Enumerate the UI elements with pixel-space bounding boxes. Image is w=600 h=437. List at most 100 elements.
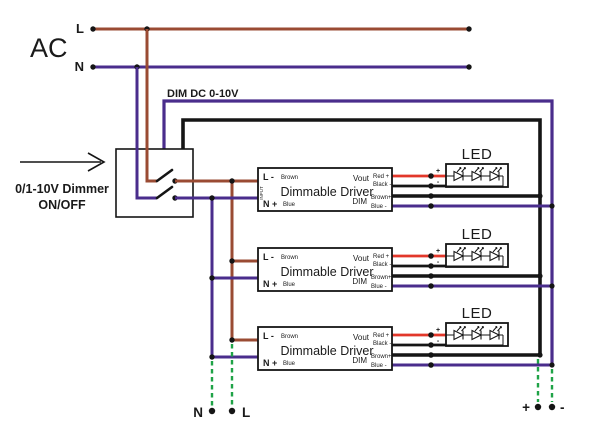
- led-plus-sign: +: [436, 168, 440, 175]
- junction-dot: [428, 263, 434, 269]
- led-plus-sign: +: [436, 248, 440, 255]
- junction-dot: [428, 273, 434, 279]
- live-feed-wire: [145, 29, 157, 183]
- led-minus-sign: -: [437, 259, 440, 266]
- driver-vout-plus-label: Red +: [373, 333, 390, 339]
- neutral-terminal-dot: [208, 407, 216, 415]
- driver-dim-plus-label: Brown+: [371, 275, 392, 281]
- driver-vout-label: Vout: [353, 254, 370, 263]
- junction-dot: [537, 193, 543, 199]
- dim-bus-purple-wire: [162, 99, 554, 365]
- driver-dim-minus-label: Blue -: [371, 363, 387, 369]
- junction-dot: [428, 193, 434, 199]
- dim-plus-terminal-label: +: [522, 400, 530, 415]
- junction-dot: [428, 332, 434, 338]
- junction-dot: [209, 275, 215, 281]
- junction-dot: [549, 283, 555, 289]
- junction-dot: [428, 173, 434, 179]
- live-terminal-dot: [228, 407, 236, 415]
- neutral-terminal-label: N: [193, 405, 203, 420]
- led-return-wire: [446, 256, 504, 267]
- dimmer-box: [115, 148, 194, 218]
- driver-vout-label: Vout: [353, 174, 370, 183]
- driver-dim-label: DIM: [352, 277, 367, 286]
- ac-source: AC L N: [30, 21, 472, 74]
- dim-bus: DIM DC 0-10V: [162, 88, 554, 365]
- ac-neutral-label: N: [75, 59, 84, 74]
- led-return-wire: [446, 335, 504, 346]
- driver-vout-minus-label: Black -: [373, 341, 391, 347]
- junction-dot: [229, 178, 235, 184]
- driver-vout-minus-label: Black -: [373, 182, 391, 188]
- led-plus-sign: +: [436, 327, 440, 334]
- driver-unit-2: L - Brown N + Blue INPUT Dimmable Driver…: [257, 226, 555, 360]
- junction-dot: [549, 362, 555, 368]
- driver-title: Dimmable Driver: [280, 344, 373, 358]
- driver-input-label: INPUT: [259, 186, 264, 200]
- driver-neutral-wire-label: Blue: [283, 361, 296, 367]
- junction-dot: [428, 352, 434, 358]
- driver-unit-3: L - Brown N + Blue INPUT Dimmable Driver…: [257, 305, 555, 371]
- dim-terminals: + -: [522, 359, 565, 415]
- junction-dot: [428, 283, 434, 289]
- ac-live-label: L: [76, 21, 84, 36]
- driver-live-terminal: L -: [263, 252, 274, 262]
- driver-vout-plus-label: Red +: [373, 174, 390, 180]
- junction-dot: [229, 258, 235, 264]
- dimmer-onoff-label: ON/OFF: [38, 198, 86, 212]
- dim-minus-terminal-dot: [548, 403, 556, 411]
- junction-dot: [209, 354, 215, 360]
- driver-title: Dimmable Driver: [280, 185, 373, 199]
- driver-neutral-wire-label: Blue: [283, 282, 296, 288]
- ac-label: AC: [30, 33, 68, 63]
- junction-dot: [90, 26, 96, 32]
- driver-dim-label: DIM: [352, 197, 367, 206]
- driver-box: [257, 247, 393, 292]
- dim-bus-black-wire: [181, 118, 542, 355]
- led-title: LED: [462, 226, 493, 243]
- driver-live-wire-label: Brown: [281, 175, 298, 181]
- live-terminal-label: L: [242, 405, 250, 420]
- junction-dot: [229, 337, 235, 343]
- dimmer-label: 0/1-10V Dimmer: [15, 182, 109, 196]
- driver-dim-plus-label: Brown+: [371, 195, 392, 201]
- dim-plus-terminal-dot: [534, 403, 542, 411]
- neutral-feed-wire: [135, 67, 157, 200]
- driver-dim-plus-label: Brown+: [371, 354, 392, 360]
- led-title: LED: [462, 305, 493, 322]
- switch-blade: [155, 168, 174, 183]
- junction-dot: [428, 183, 434, 189]
- driver-box: [257, 326, 393, 371]
- driver-vout-label: Vout: [353, 333, 370, 342]
- junction-dot: [90, 64, 96, 70]
- driver-live-wire-label: Brown: [281, 334, 298, 340]
- junction-dot: [428, 342, 434, 348]
- driver-unit-1: L - Brown N + Blue INPUT Dimmable Driver…: [257, 146, 555, 212]
- led-minus-sign: -: [437, 179, 440, 186]
- switch-blade: [155, 185, 174, 200]
- driver-dim-minus-label: Blue -: [371, 284, 387, 290]
- driver-vout-minus-label: Black -: [373, 262, 391, 268]
- dim-bus-label: DIM DC 0-10V: [167, 88, 239, 100]
- driver-neutral-terminal: N +: [263, 358, 277, 368]
- mains-terminals: N L: [193, 344, 250, 420]
- dim-minus-terminal-label: -: [560, 400, 565, 415]
- driver-neutral-wire-label: Blue: [283, 202, 296, 208]
- led-return-wire: [446, 176, 504, 187]
- dimmer-arrow-head: [87, 152, 106, 172]
- junction-dot: [466, 26, 472, 32]
- power-distribution: [175, 178, 258, 360]
- junction-dot: [466, 64, 472, 70]
- driver-live-terminal: L -: [263, 172, 274, 182]
- driver-box: [257, 167, 393, 212]
- junction-dot: [209, 195, 215, 201]
- led-minus-sign: -: [437, 338, 440, 345]
- junction-dot: [428, 362, 434, 368]
- driver-title: Dimmable Driver: [280, 265, 373, 279]
- driver-dim-label: DIM: [352, 356, 367, 365]
- driver-neutral-terminal: N +: [263, 199, 277, 209]
- led-title: LED: [462, 146, 493, 163]
- junction-dot: [537, 352, 543, 358]
- driver-live-terminal: L -: [263, 331, 274, 341]
